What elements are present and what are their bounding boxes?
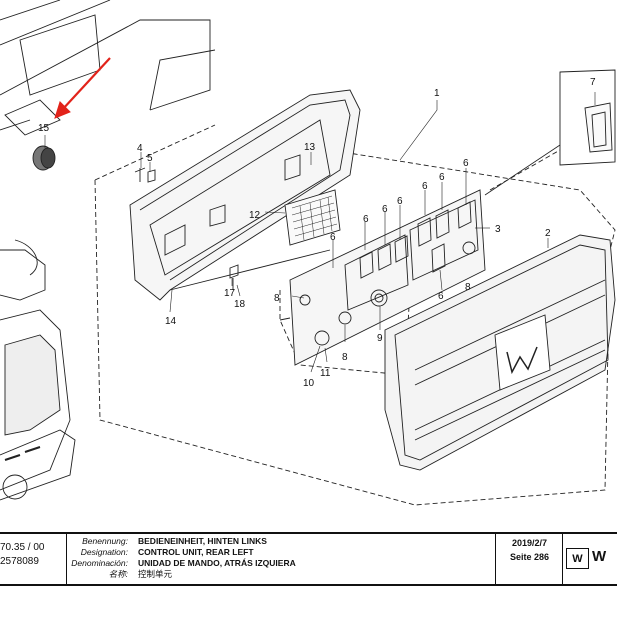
order-number-fragment: 2578089 xyxy=(0,556,39,567)
assembly-dashed-outline xyxy=(94,124,616,506)
callout-6: 6 xyxy=(438,291,444,302)
callout-17: 17 xyxy=(224,288,236,299)
page-number: Seite 286 xyxy=(509,552,550,562)
knob-part-15 xyxy=(32,145,56,171)
callout-8: 8 xyxy=(342,352,348,363)
designation-en: CONTROL UNIT, REAR LEFT xyxy=(138,547,254,557)
callout-6: 6 xyxy=(382,204,388,215)
callout-7: 7 xyxy=(590,77,596,88)
label-es: Denominación: xyxy=(71,558,128,568)
logo-mark: W xyxy=(572,552,583,565)
frame-structure xyxy=(0,0,216,136)
callout-6: 6 xyxy=(463,158,469,169)
callout-18: 18 xyxy=(234,299,246,310)
callout-6: 6 xyxy=(363,214,369,225)
date: 2019/2/7 xyxy=(511,538,548,548)
callout-8: 8 xyxy=(274,293,280,304)
callout-4: 4 xyxy=(137,143,143,154)
circuit-board-part-12 xyxy=(284,189,341,246)
divider xyxy=(66,534,67,584)
divider xyxy=(495,534,496,584)
divider xyxy=(562,534,563,584)
label-en: Designation: xyxy=(80,547,128,557)
title-block: 70.35 / 00 2578089 Benennung: Designatio… xyxy=(0,532,617,586)
callout-6: 6 xyxy=(330,232,336,243)
callout-2: 2 xyxy=(545,228,551,239)
cover-part-2 xyxy=(384,234,616,471)
callout-6: 6 xyxy=(422,181,428,192)
red-arrow-indicator xyxy=(54,57,111,119)
designation-zh: 控制单元 xyxy=(138,569,173,579)
seal-part-7 xyxy=(559,69,616,166)
callout-13: 13 xyxy=(304,142,316,153)
callout-leaders xyxy=(44,92,596,373)
housing-part-1 xyxy=(129,89,361,301)
callout-10: 10 xyxy=(303,378,315,389)
callout-8: 8 xyxy=(465,282,471,293)
callout-3: 3 xyxy=(495,224,501,235)
callout-12: 12 xyxy=(249,210,261,221)
callout-6: 6 xyxy=(397,196,403,207)
brand-name-fragment: W xyxy=(592,548,607,565)
part-number-fragment: 70.35 / 00 xyxy=(0,542,45,553)
label-de: Benennung: xyxy=(82,536,128,546)
callout-5: 5 xyxy=(147,153,153,164)
callout-11: 11 xyxy=(320,368,331,379)
machine-body xyxy=(0,239,76,501)
callout-numbers: 1 2 3 4 5 6 6 6 6 6 6 6 6 7 8 8 8 9 10 1… xyxy=(38,77,596,389)
label-zh: 名称: xyxy=(108,569,128,579)
designation-es: UNIDAD DE MANDO, ATRÁS IZQUIERA xyxy=(138,558,296,568)
callout-15: 15 xyxy=(38,123,50,134)
callout-9: 9 xyxy=(377,333,383,344)
callout-6: 6 xyxy=(439,172,445,183)
designation-de: BEDIENEINHEIT, HINTEN LINKS xyxy=(138,536,267,546)
callout-14: 14 xyxy=(165,316,177,327)
exploded-view-drawing: 1 2 3 4 5 6 6 6 6 6 6 6 6 7 8 8 8 9 10 1… xyxy=(0,0,616,506)
fasteners xyxy=(134,167,239,290)
brand-logo-icon: W xyxy=(566,548,589,569)
callout-1: 1 xyxy=(434,88,440,99)
